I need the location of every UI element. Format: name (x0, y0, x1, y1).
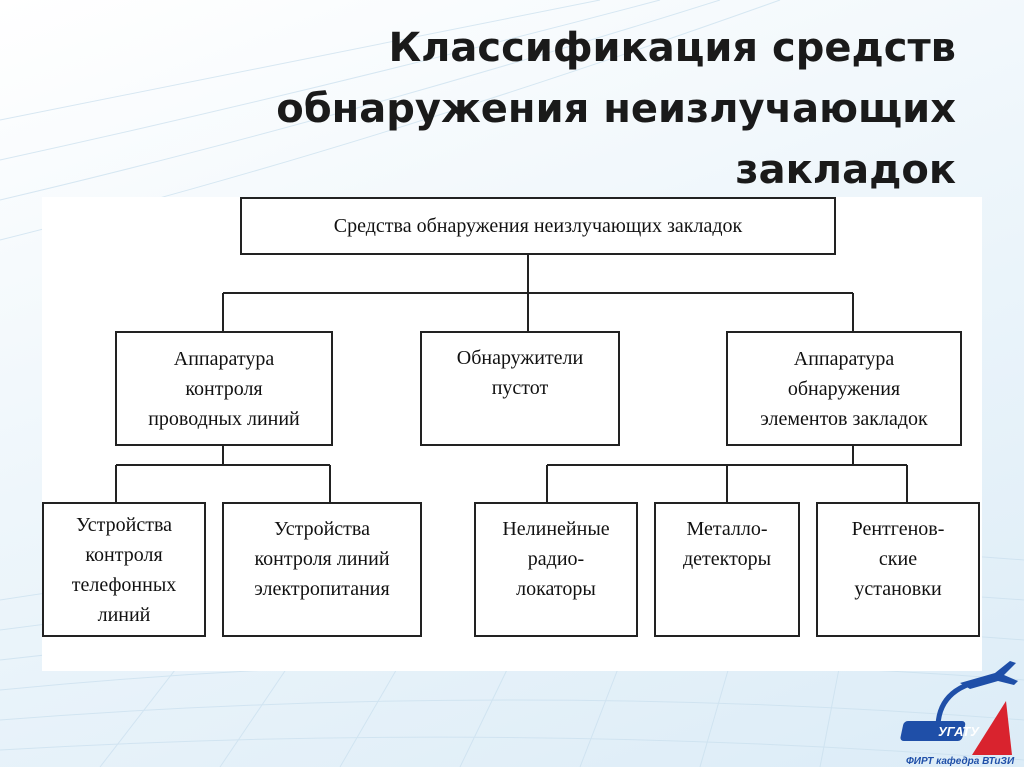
power-lines-box: Устройства контроля линий электропитания (222, 502, 422, 637)
phone-lines-box: Устройства контроля телефонных линий (42, 502, 206, 637)
ugatu-logo: УГАТУ ФИРТ кафедра ВТиЗИ (900, 661, 1018, 767)
slide-title: Классификация средств обнаружения неизлу… (196, 18, 956, 201)
power-lines-label: Устройства контроля линий электропитания (254, 518, 390, 600)
void-detectors-box: Обнаружители пустот (420, 331, 620, 446)
title-line-2: обнаружения неизлучающих (276, 86, 956, 132)
nonlinear-locators-label: Нелинейные радио- локаторы (502, 518, 610, 600)
title-line-1: Классификация средств (388, 25, 956, 71)
root-label: Средства обнаружения неизлучающих заклад… (333, 215, 743, 237)
nonlinear-locators-box: Нелинейные радио- локаторы (474, 502, 638, 637)
bug-elements-box: Аппаратура обнаружения элементов закладо… (726, 331, 962, 446)
xray-units-label: Рентгенов- ские установки (851, 518, 945, 600)
metal-detectors-label: Металло- детекторы (682, 518, 772, 570)
wired-lines-label: Аппаратура контроля проводных линий (148, 347, 300, 430)
title-line-3: закладок (735, 147, 956, 193)
bug-elements-label: Аппаратура обнаружения элементов закладо… (760, 347, 928, 430)
diagram-panel: Средства обнаружения неизлучающих заклад… (42, 197, 982, 671)
void-detectors-label: Обнаружители пустот (456, 347, 584, 399)
root-box: Средства обнаружения неизлучающих заклад… (240, 197, 836, 255)
xray-units-box: Рентгенов- ские установки (816, 502, 980, 637)
wired-lines-box: Аппаратура контроля проводных линий (115, 331, 333, 446)
logo-caption: ФИРТ кафедра ВТиЗИ (906, 755, 1015, 767)
metal-detectors-box: Металло- детекторы (654, 502, 800, 637)
logo-brand: УГАТУ (938, 724, 980, 739)
connector-lines (115, 254, 908, 502)
phone-lines-label: Устройства контроля телефонных линий (71, 513, 177, 626)
